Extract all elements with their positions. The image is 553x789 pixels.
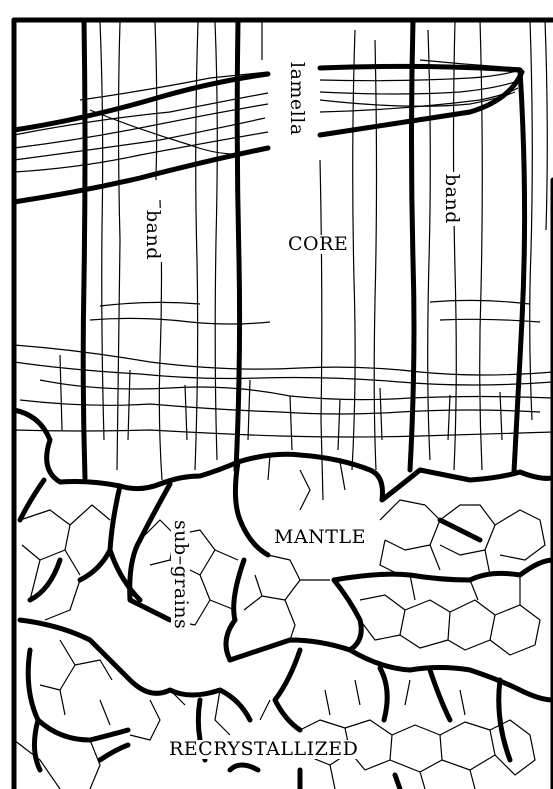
core-mantle-boundary: [14, 410, 553, 500]
subgrains-label: sub–grains: [171, 518, 190, 631]
recrystallized-label: RECRYSTALLIZED: [167, 740, 360, 759]
mantle-label: MANTLE: [272, 528, 368, 547]
frame: [14, 20, 553, 789]
mantle-grain-boundaries: [20, 462, 553, 770]
core-label: CORE: [286, 235, 350, 254]
band-label-right: band: [442, 172, 461, 226]
core-cell-band: [14, 300, 553, 450]
band-label-left: band: [143, 208, 162, 262]
lamella-label: lamella: [287, 60, 306, 138]
